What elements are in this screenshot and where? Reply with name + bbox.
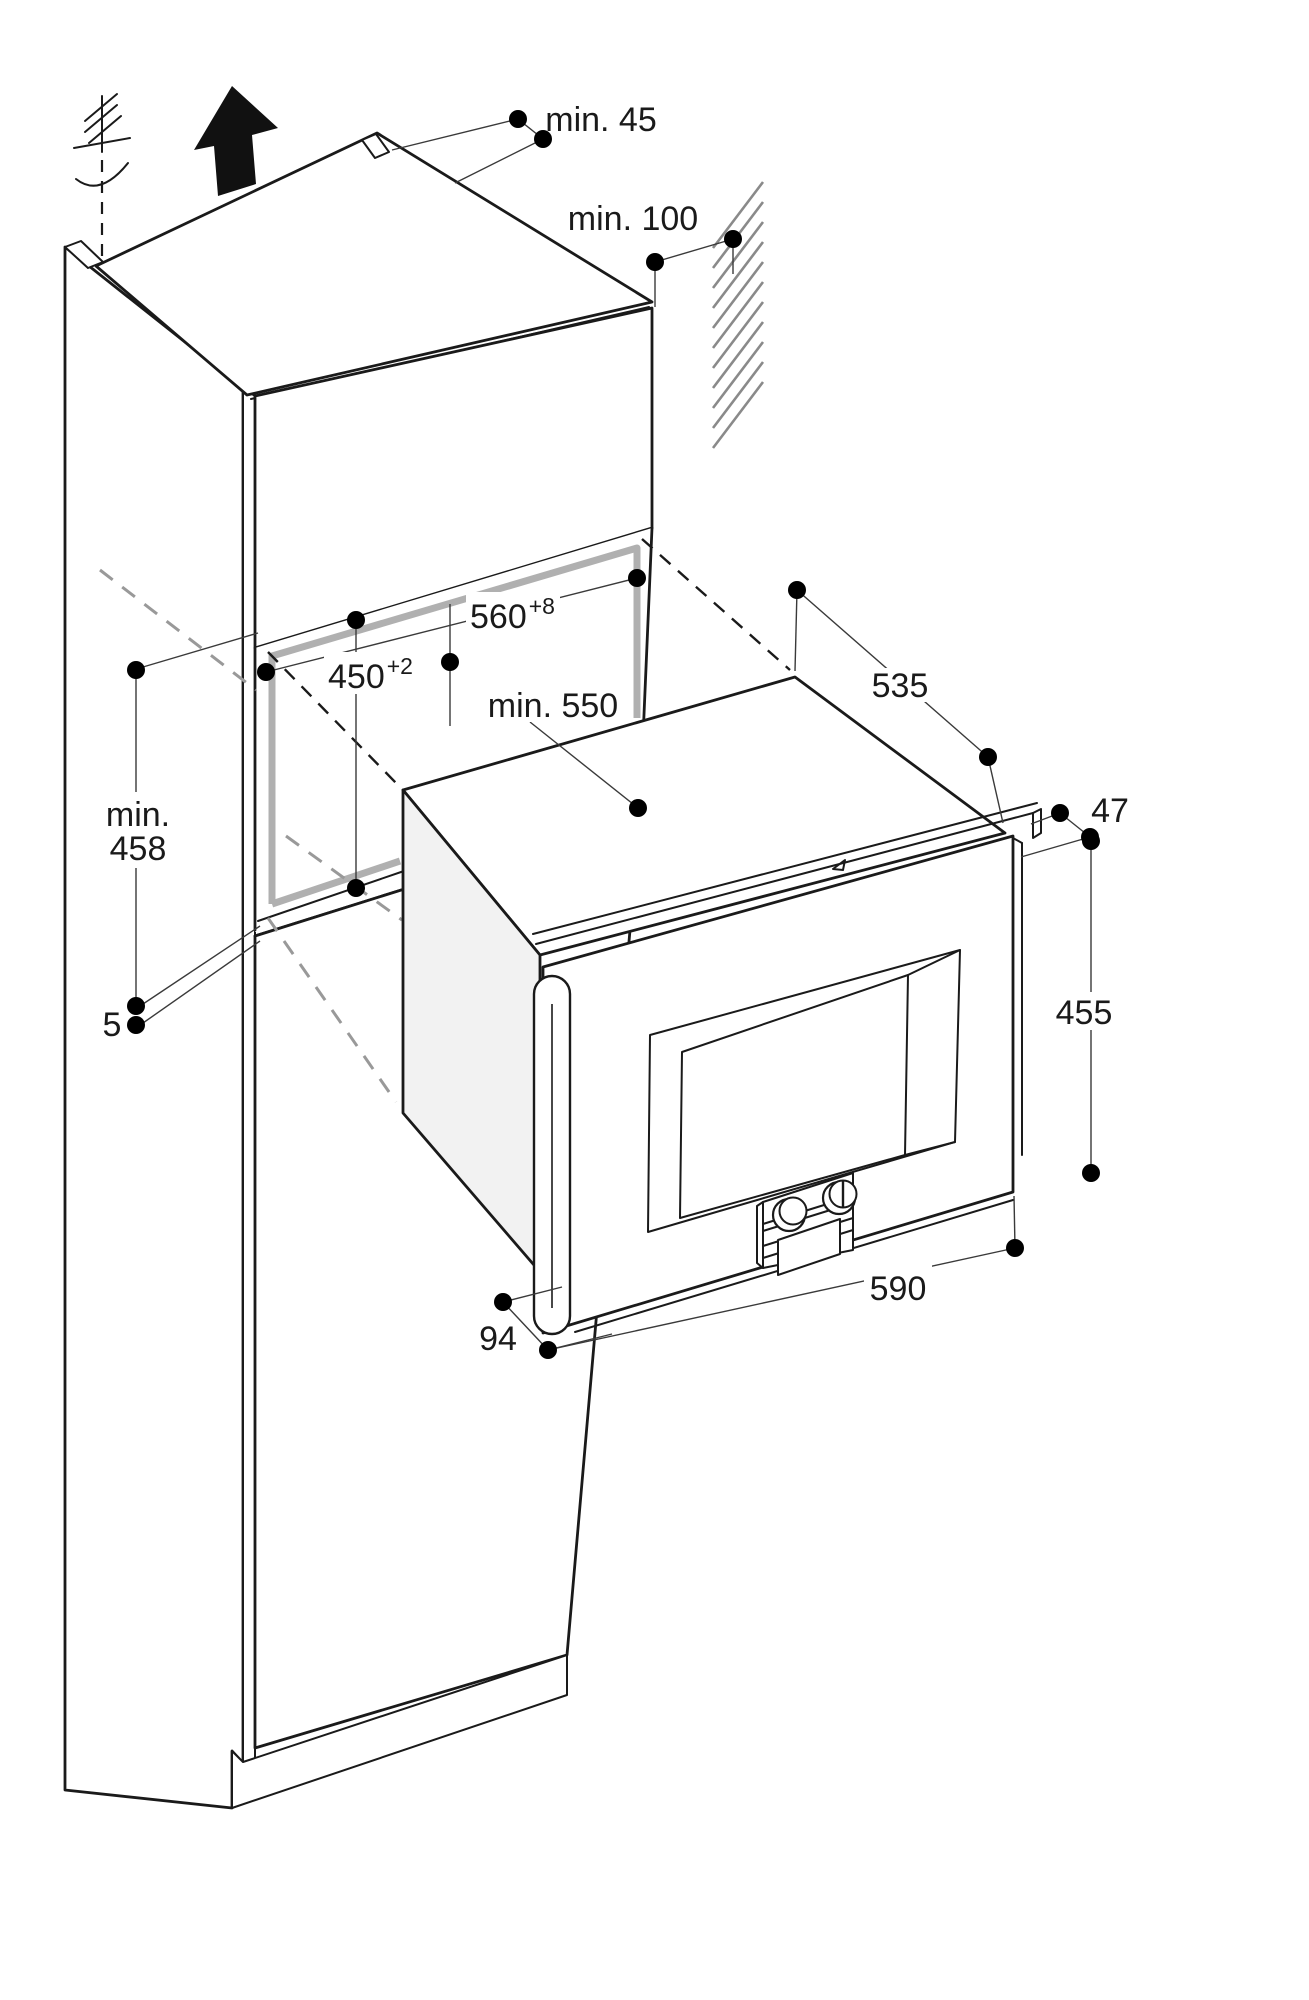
dimension-handle-depth: 94 (479, 1286, 613, 1359)
measure-dot (1006, 1239, 1024, 1257)
dimension-label-niche-width: 560+8 (470, 593, 555, 636)
dimension-label-bottom-gap: 5 (103, 1006, 122, 1044)
insertion-guide-lines (99, 538, 791, 1103)
up-arrow-icon (194, 86, 278, 196)
dimension-side-height: min. 458 (98, 632, 261, 1015)
dimension-niche-height: 450+2 (324, 611, 420, 897)
dimension-niche-width: 560+8 (257, 569, 646, 681)
dimension-label-niche-depth: min. 550 (488, 687, 618, 725)
dimension-label-appliance-depth: 535 (872, 667, 929, 705)
measure-dot (509, 110, 527, 128)
knob-left-face (778, 1196, 808, 1226)
dimension-appliance-height: 455 (1050, 832, 1118, 1182)
dimension-label-appliance-height: 455 (1056, 994, 1113, 1032)
dimension-niche-depth: min. 550 (441, 604, 647, 817)
window-recess-top (907, 949, 961, 976)
wall-hatch (711, 181, 765, 449)
measure-dot (127, 997, 145, 1015)
measure-dot (629, 799, 647, 817)
measure-dot (1051, 804, 1069, 822)
appliance (401, 675, 1042, 1336)
measure-dot (1082, 832, 1100, 850)
control-display (777, 1218, 841, 1276)
dimension-appliance-depth: 535 (788, 581, 1004, 824)
measure-dot (788, 581, 806, 599)
dimension-bottom-gap: 5 (103, 940, 261, 1044)
measure-dot (979, 748, 997, 766)
niche-floor-edge (257, 870, 405, 922)
dimension-label-frame-depth: 47 (1091, 792, 1129, 830)
measure-dot (534, 130, 552, 148)
measure-dot (127, 661, 145, 679)
dimension-label-top-clearance: min. 45 (545, 101, 657, 139)
dimension-label-appliance-width: 590 (870, 1270, 927, 1308)
measure-dot (1082, 1164, 1100, 1182)
cabinet-lip-right (361, 133, 390, 159)
measure-dot (441, 653, 459, 671)
measure-dot (539, 1341, 557, 1359)
cabinet-top-face (94, 131, 654, 397)
top-trim-notch (832, 859, 846, 871)
dimension-top-clearance: min. 45 (391, 101, 657, 184)
dimension-rear-wall-clearance: min. 100 (568, 200, 742, 307)
control-panel (756, 1172, 858, 1276)
cabinet-side-panel-edge (242, 387, 256, 1765)
dimension-appliance-width: 590 (547, 1195, 1024, 1351)
measure-dot (724, 230, 742, 248)
niche-gasket (268, 544, 641, 908)
window-recess-bottom (904, 1141, 956, 1156)
top-trim-line-2 (532, 802, 1038, 935)
measure-dot (628, 569, 646, 587)
top-trim-end-cap (1032, 808, 1042, 839)
dimension-label-side-height-2: 458 (110, 830, 167, 868)
dimension-frame-depth: 47 (1020, 792, 1129, 858)
top-trim-line-1 (535, 812, 1034, 945)
dimension-label-rear-wall-clearance: min. 100 (568, 200, 698, 238)
cabinet-side-panel (63, 245, 245, 1810)
dimension-label-handle-depth: 94 (479, 1320, 517, 1358)
cabinet-plinth (231, 1654, 568, 1809)
dimension-label-niche-height: 450+2 (328, 653, 413, 696)
cabinet-lip-left (64, 240, 104, 269)
measure-dot (347, 879, 365, 897)
dimension-label-side-height-1: min. (106, 796, 170, 834)
measure-dot (347, 611, 365, 629)
measure-dot (127, 1016, 145, 1034)
door-frame-right-1 (1012, 837, 1023, 844)
measure-dot (646, 253, 664, 271)
measure-dot (257, 663, 275, 681)
measure-dot (494, 1293, 512, 1311)
